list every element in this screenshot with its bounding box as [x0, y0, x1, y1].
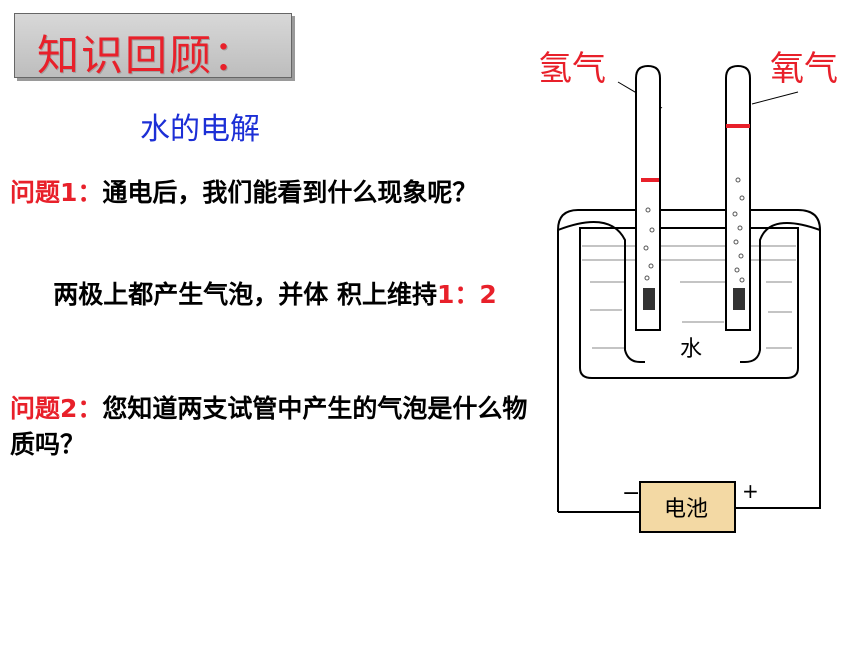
question-1-label: 问题1： — [10, 178, 103, 207]
left-electrode — [643, 288, 655, 310]
answer-1-ratio: 1：2 — [436, 280, 497, 309]
hydrogen-label: 氢气 — [538, 49, 606, 89]
left-test-tube — [635, 64, 661, 331]
negative-sign: − — [622, 481, 640, 506]
oxygen-label: 氧气 — [770, 49, 838, 89]
answer-1: 两极上都产生气泡，并体 积上维持1：2 — [40, 277, 510, 313]
question-1: 问题1：通电后，我们能看到什么现象呢？ — [10, 175, 530, 211]
outer-wire — [557, 209, 821, 512]
question-2: 问题2：您知道两支试管中产生的气泡是什么物质吗？ — [10, 391, 530, 463]
topic-heading: 水的电解 — [140, 112, 260, 147]
positive-sign: + — [742, 479, 759, 503]
answer-1-text: 两极上都产生气泡，并体 积上维持 — [53, 280, 437, 309]
question-2-label: 问题2： — [10, 394, 103, 423]
right-electrode-wire — [740, 222, 821, 363]
question-1-text: 通电后，我们能看到什么现象呢？ — [102, 178, 478, 207]
page-title: 知识回顾： — [37, 31, 258, 80]
right-test-tube — [725, 64, 751, 331]
oxygen-leader-line — [751, 91, 799, 105]
battery-label: 电池 — [664, 497, 708, 522]
left-electrode-wire — [557, 221, 645, 363]
right-electrode — [733, 288, 745, 310]
bubbles — [643, 177, 745, 283]
water-label: 水 — [680, 337, 702, 362]
question-2-text: 您知道两支试管中产生的气泡是什么物质吗？ — [10, 394, 528, 459]
battery — [639, 481, 736, 533]
title-box: 知识回顾： — [14, 13, 292, 80]
electrolysis-diagram: 氢气 氧气 水 电池 − + — [538, 49, 838, 533]
